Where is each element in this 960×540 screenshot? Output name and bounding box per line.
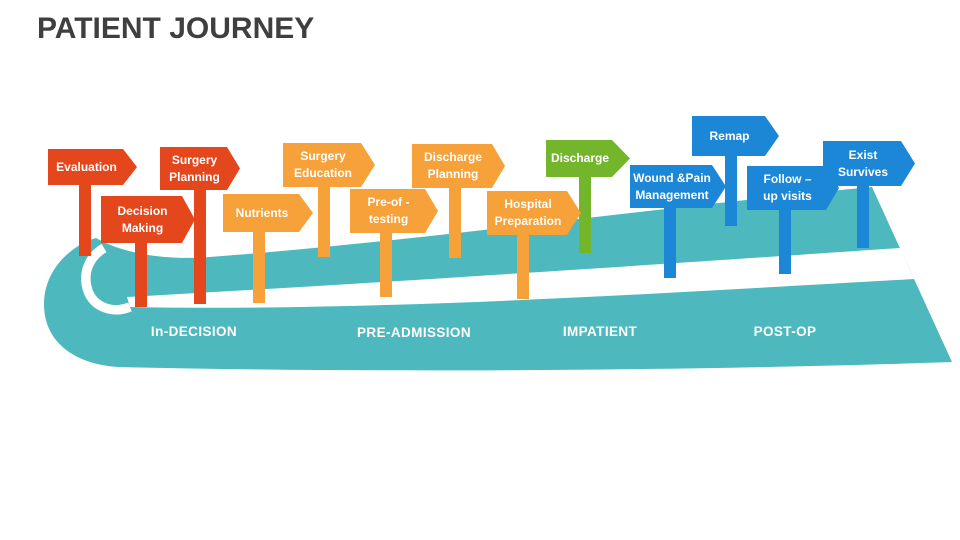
- phase-label-pre-admission: PRE-ADMISSION: [357, 325, 471, 340]
- signpost-pole-surgery-planning: [194, 188, 206, 304]
- signpost-remap: Remap: [692, 116, 779, 156]
- signpost-label-line: Hospital: [504, 197, 552, 211]
- signpost-label-line: Follow –: [763, 172, 812, 186]
- signpost-label-line: Nutrients: [235, 205, 289, 220]
- signpost-nutrients: Nutrients: [223, 194, 313, 232]
- signpost-follow-up-visits: Follow – up visits: [747, 166, 839, 210]
- signpost-pole-follow-up-visits: [779, 208, 791, 274]
- signpost-label-line: Education: [293, 166, 352, 180]
- signpost-label-line: Pre-of -: [367, 195, 410, 209]
- signpost-label-line: Decision: [117, 203, 168, 218]
- signpost-label-line: Exist: [848, 147, 878, 162]
- signpost-label-line: Surgery: [300, 149, 346, 163]
- signpost-label-line: up visits: [763, 189, 812, 203]
- signpost-pole-decision-making: [135, 241, 147, 307]
- signpost-label-line: Wound &Pain: [633, 170, 711, 185]
- signpost-pole-discharge: [579, 175, 591, 253]
- signpost-pole-hospital-preparation: [517, 233, 529, 299]
- signpost-pre-of-testing: Pre-of - testing: [350, 189, 438, 233]
- signpost-label-line: Management: [635, 187, 709, 202]
- signpost-label-line: Discharge: [423, 150, 483, 164]
- signpost-label-line: Preparation: [494, 214, 562, 228]
- signpost-pole-wound-pain-management: [664, 206, 676, 278]
- signpost-label-line: Discharge: [550, 151, 610, 165]
- slide-title: PATIENT JOURNEY: [37, 12, 315, 45]
- signpost-label-line: Planning: [427, 167, 479, 181]
- phase-label-in-decision: In-DECISION: [150, 324, 238, 339]
- phase-label-post-op: POST-OP: [753, 324, 817, 339]
- signpost-label-line: testing: [368, 212, 409, 226]
- signpost-pole-exist-survives: [857, 184, 869, 248]
- signpost-pole-evaluation: [79, 183, 91, 256]
- phase-label-impatient: IMPATIENT: [562, 324, 638, 339]
- road-hook-curve: [81, 243, 132, 315]
- signpost-label-line: Planning: [169, 169, 220, 184]
- signpost-discharge: Discharge: [546, 140, 630, 177]
- signpost-pole-discharge-planning: [449, 186, 461, 258]
- signpost-label-line: Making: [121, 220, 164, 235]
- signpost-evaluation: Evaluation: [48, 149, 137, 185]
- signpost-pole-surgery-education: [318, 185, 330, 257]
- signpost-label-line: Remap: [709, 128, 750, 143]
- signpost-pole-nutrients: [253, 230, 265, 303]
- signpost-label-line: Surgery: [171, 152, 218, 167]
- signpost-pole-pre-of-testing: [380, 231, 392, 297]
- signpost-label-line: Evaluation: [56, 159, 117, 174]
- signpost-pole-remap: [725, 154, 737, 226]
- signpost-label-line: Survives: [837, 164, 889, 179]
